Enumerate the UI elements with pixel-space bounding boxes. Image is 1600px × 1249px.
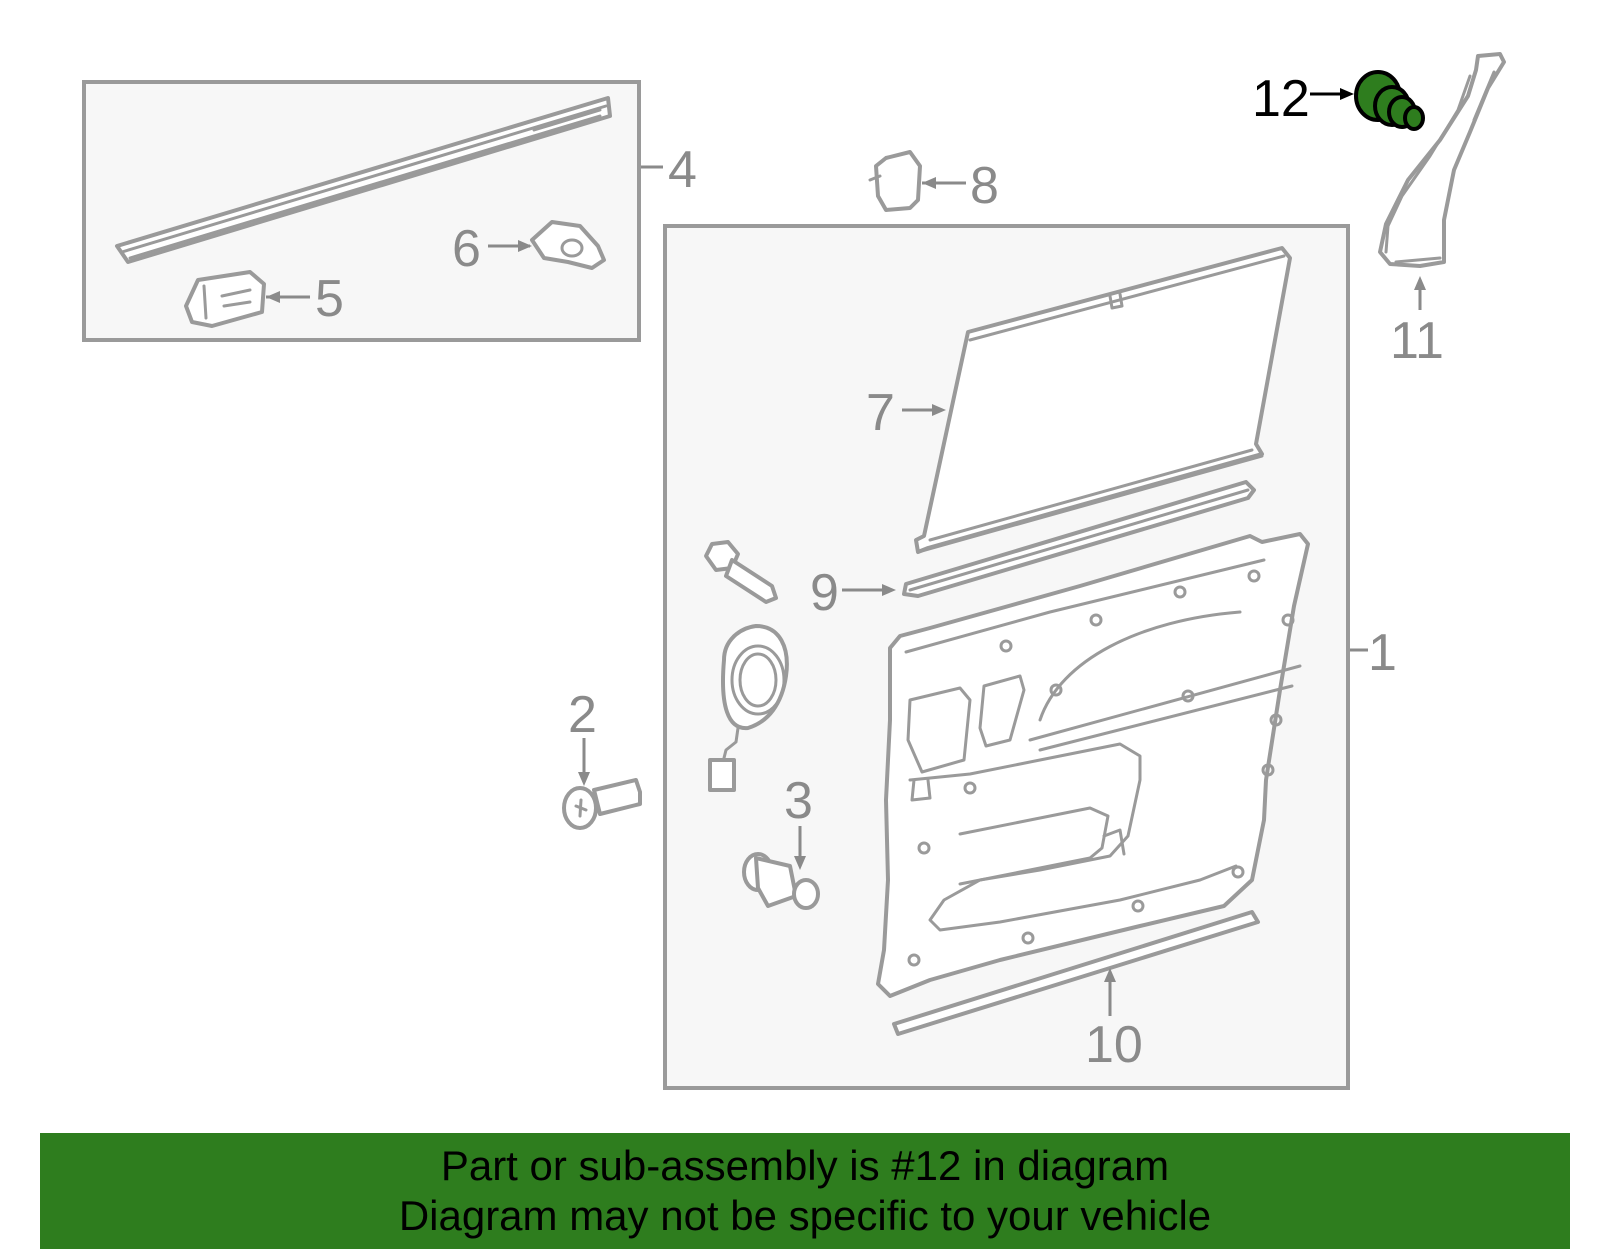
arrow-12 [1340, 88, 1354, 100]
arrow-5 [266, 291, 280, 303]
door-trim-panel [876, 532, 1310, 998]
callout-12: 12 [1252, 70, 1310, 128]
part-11-garnish [1378, 52, 1506, 268]
callout-6: 6 [452, 220, 481, 278]
part-4-belt-weatherstrip [115, 96, 612, 264]
speaker-part [708, 624, 789, 792]
callout-4: 4 [668, 141, 697, 199]
banner-line-2: Diagram may not be specific to your vehi… [398, 1192, 1212, 1239]
callout-8: 8 [970, 157, 999, 215]
callout-3: 3 [784, 772, 813, 830]
arrow-2 [578, 772, 590, 786]
info-banner: Part or sub-assembly is #12 in diagram D… [40, 1133, 1570, 1249]
parts-diagram: 4 5 6 8 7 9 [82, 52, 1506, 1090]
callout-5: 5 [315, 270, 344, 328]
arrow-6 [518, 240, 532, 252]
callout-11: 11 [1390, 312, 1444, 370]
arrow-7 [932, 404, 946, 416]
banner-line-1: Part or sub-assembly is #12 in diagram [440, 1142, 1170, 1189]
part-5-clip [184, 270, 266, 328]
part-10-lower-weatherstrip [892, 910, 1260, 1036]
callout-2: 2 [568, 686, 597, 744]
part-3-clip [742, 852, 820, 910]
part-2-pin [562, 778, 642, 830]
part-12-clip-highlighted[interactable] [1354, 70, 1425, 131]
callout-10: 10 [1085, 1016, 1143, 1074]
arrow-10 [1104, 968, 1116, 982]
part-7-sunshade [914, 246, 1292, 554]
arrow-11 [1414, 276, 1426, 290]
callout-1: 1 [1368, 624, 1397, 682]
arrow-9 [882, 584, 896, 596]
arrow-3 [794, 856, 806, 870]
bolt-part [704, 540, 778, 604]
callout-7: 7 [866, 384, 895, 442]
part-9-inner-weatherstrip [902, 480, 1256, 598]
arrow-8 [922, 177, 936, 189]
part-6-clip [530, 220, 606, 270]
callout-9: 9 [810, 564, 839, 622]
part-8-clip [868, 150, 922, 212]
